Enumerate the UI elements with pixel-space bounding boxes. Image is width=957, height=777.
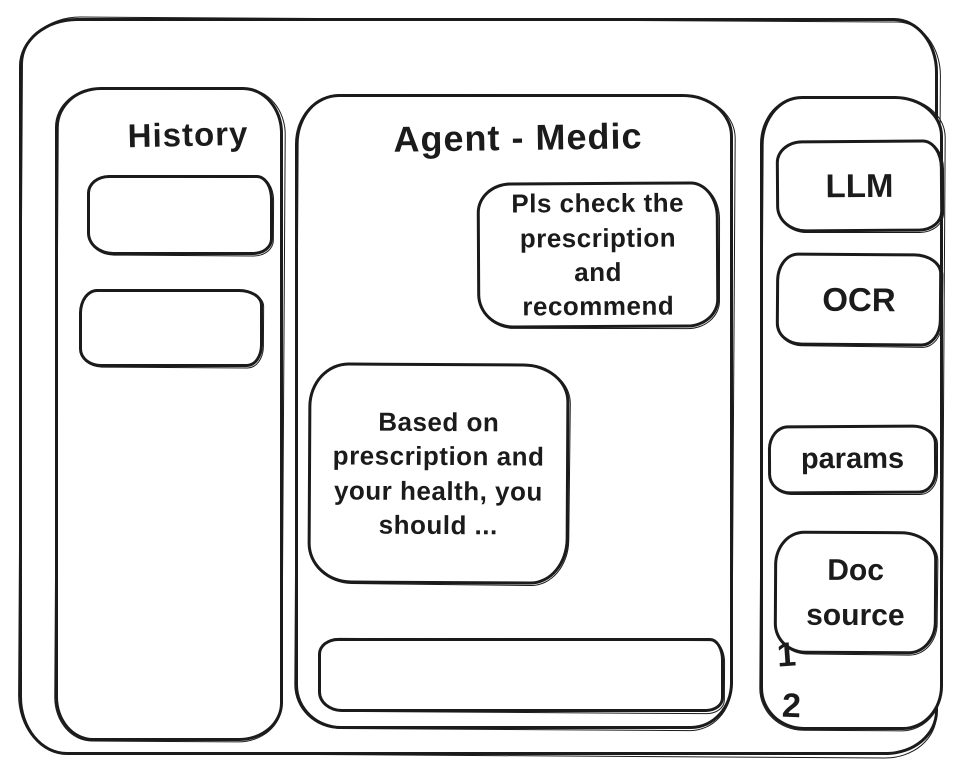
- history-title: History: [127, 114, 249, 155]
- app-window-frame: History Agent - Medic Pls check the pres…: [19, 18, 944, 755]
- params-button[interactable]: params: [767, 424, 938, 495]
- history-item[interactable]: [87, 175, 273, 255]
- llm-button[interactable]: LLM: [775, 139, 944, 233]
- ocr-button[interactable]: OCR: [775, 252, 943, 347]
- user-message-bubble: Pls check the prescription and recommend: [476, 181, 720, 329]
- history-sidebar: History: [55, 87, 283, 741]
- step-marker-2: 2: [781, 686, 802, 726]
- chat-input[interactable]: [318, 638, 724, 712]
- step-marker-1: 1: [775, 635, 798, 675]
- doc-source-button[interactable]: Doc source: [773, 530, 938, 655]
- assistant-message-bubble: Based on prescription and your health, y…: [307, 362, 570, 585]
- chat-title: Agent - Medic: [393, 115, 643, 160]
- history-item[interactable]: [79, 289, 263, 367]
- tools-sidebar: LLM OCR params Doc source 1 2: [760, 96, 944, 730]
- chat-panel: Agent - Medic Pls check the prescription…: [295, 94, 733, 729]
